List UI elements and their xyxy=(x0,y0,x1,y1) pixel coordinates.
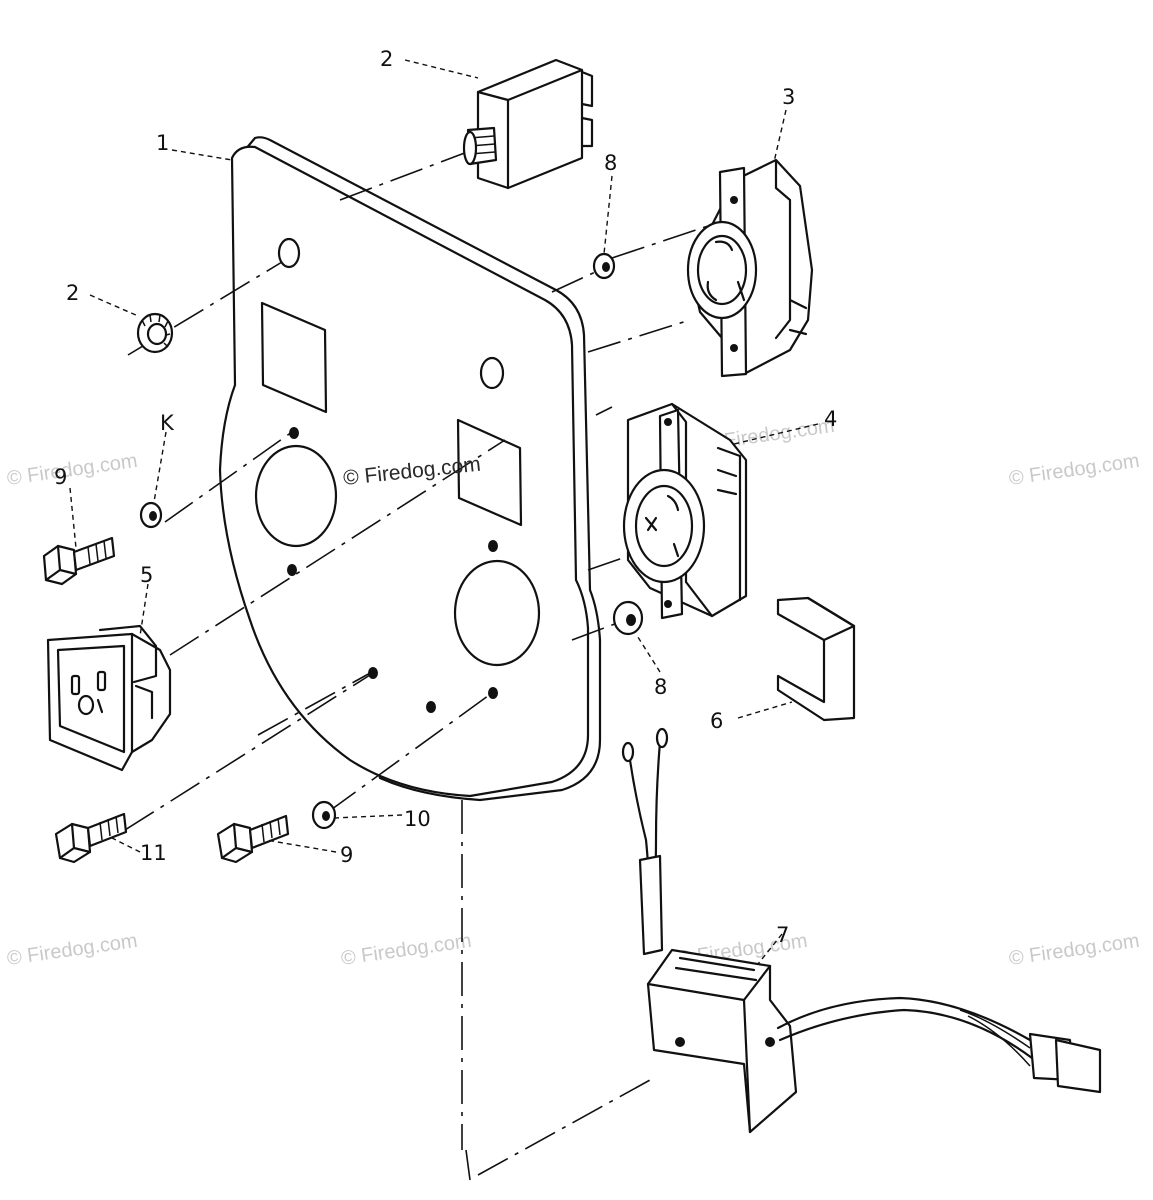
watermark-center-low: © Firedog.com xyxy=(340,930,473,970)
callout-screw-bottom: 9 xyxy=(340,843,353,867)
washer-bottom xyxy=(311,800,337,830)
callout-receptacle-upper: 3 xyxy=(782,85,795,109)
hex-screw-long xyxy=(54,812,128,864)
callout-bracket: 6 xyxy=(710,709,723,733)
hex-screw-left xyxy=(42,536,116,586)
callout-rectifier: 7 xyxy=(776,923,789,947)
callout-leaders xyxy=(69,59,819,965)
control-panel-plate xyxy=(218,136,602,802)
washer-upper xyxy=(592,252,616,280)
circuit-breaker xyxy=(462,58,594,190)
callout-duplex: 5 xyxy=(140,563,153,587)
callout-washer-lower: 8 xyxy=(654,675,667,699)
watermark-far-right-low: © Firedog.com xyxy=(1008,930,1141,970)
callout-breaker: 2 xyxy=(380,47,393,71)
callout-washer-bottom: 10 xyxy=(404,807,431,831)
callout-plate: 1 xyxy=(156,131,169,155)
mounting-bracket xyxy=(776,596,856,722)
callout-receptacle-lower: 4 xyxy=(824,407,837,431)
watermark-far-right-mid: © Firedog.com xyxy=(1008,450,1141,490)
lockwasher xyxy=(139,501,163,529)
breaker-nut xyxy=(136,312,174,354)
hex-screw-bottom xyxy=(216,814,290,864)
twist-lock-receptacle-lower xyxy=(622,402,748,620)
watermark-left-low: © Firedog.com xyxy=(6,930,139,970)
callout-labels: 2 1 2 3 8 4 K 9 5 8 6 7 11 9 10 xyxy=(54,47,837,947)
duplex-receptacle xyxy=(46,624,172,772)
twist-lock-receptacle-upper xyxy=(686,158,814,378)
callout-lockwasher: K xyxy=(160,411,175,435)
callout-breaker-nut: 2 xyxy=(66,281,79,305)
callout-screw-long: 11 xyxy=(140,841,167,865)
washer-lower xyxy=(612,600,644,636)
watermark-left-mid: © Firedog.com xyxy=(6,450,139,490)
rectifier-assembly xyxy=(621,727,1102,1134)
callout-washer-upper: 8 xyxy=(604,151,617,175)
callout-screw-left: 9 xyxy=(54,465,67,489)
